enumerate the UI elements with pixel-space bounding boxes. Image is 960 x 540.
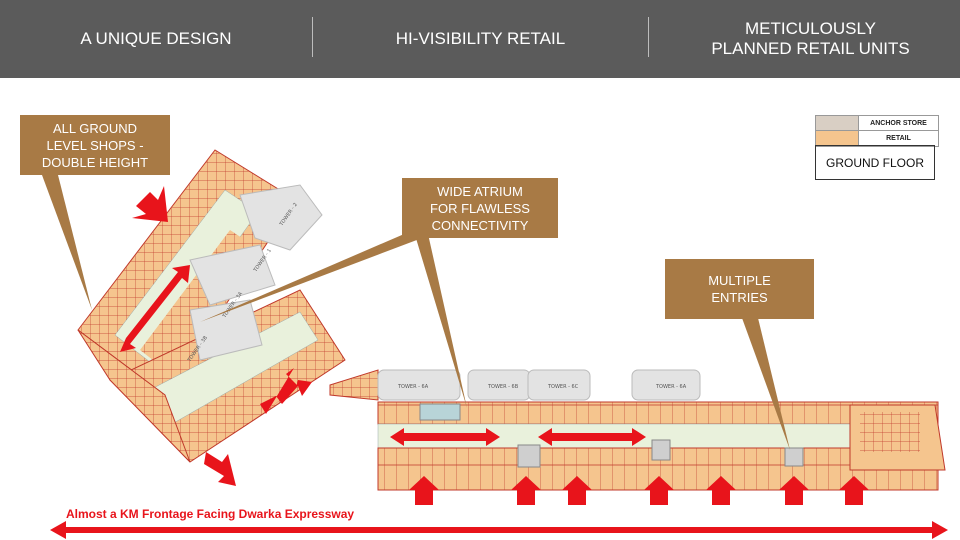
callout-ground-level-shops: ALL GROUND LEVEL SHOPS - DOUBLE HEIGHT bbox=[20, 115, 170, 175]
entry-arrow bbox=[262, 380, 312, 414]
tower-label: TOWER - 6C bbox=[547, 384, 579, 390]
tower-label: TOWER - 6A bbox=[397, 384, 429, 390]
callout-multiple-entries: MULTIPLE ENTRIES bbox=[665, 259, 814, 319]
double-arrow-diagonal bbox=[120, 265, 190, 352]
tower-label: TOWER - 6A bbox=[655, 384, 687, 390]
header-item-planned-units: METICULOUSLY PLANNED RETAIL UNITS bbox=[711, 19, 910, 58]
entry-arrow bbox=[204, 452, 236, 486]
legend-swatch-retail bbox=[816, 131, 859, 145]
atrium-arrows bbox=[50, 265, 948, 539]
callout-pointer bbox=[742, 318, 790, 450]
entry-arrow bbox=[706, 476, 736, 505]
entry-arrow bbox=[260, 368, 298, 414]
legend-row-anchor: ANCHOR STORE bbox=[816, 116, 938, 131]
entry-arrow bbox=[562, 476, 592, 505]
header-item-unique-design: A UNIQUE DESIGN bbox=[80, 29, 232, 48]
frontage-arrow bbox=[50, 521, 948, 539]
header-divider bbox=[648, 17, 649, 57]
entry-arrow bbox=[779, 476, 809, 505]
header-divider bbox=[312, 17, 313, 57]
floor-label: GROUND FLOOR bbox=[815, 145, 935, 180]
entry-arrows bbox=[132, 186, 869, 505]
entry-arrow bbox=[511, 476, 541, 505]
header-bar: A UNIQUE DESIGN HI-VISIBILITY RETAIL MET… bbox=[0, 0, 960, 78]
entry-arrow bbox=[409, 476, 439, 505]
callout-pointer bbox=[42, 175, 92, 310]
legend-label-anchor: ANCHOR STORE bbox=[870, 119, 927, 127]
frontage-text: Almost a KM Frontage Facing Dwarka Expre… bbox=[66, 507, 355, 521]
legend-swatch-anchor bbox=[816, 116, 859, 130]
callout-wide-atrium: WIDE ATRIUM FOR FLAWLESS CONNECTIVITY bbox=[402, 178, 558, 238]
left-wing-block: TOWER - 2 TOWER - 1 TOWER - 3A TOWER - 3… bbox=[77, 149, 346, 463]
callout-pointer bbox=[412, 225, 467, 408]
header-item-hi-visibility: HI-VISIBILITY RETAIL bbox=[395, 29, 566, 48]
entry-arrow bbox=[132, 186, 168, 222]
legend-row-retail: RETAIL bbox=[816, 131, 938, 145]
entry-arrow bbox=[839, 476, 869, 505]
double-arrow-horizontal bbox=[390, 428, 500, 446]
legend-label-retail: RETAIL bbox=[886, 134, 911, 142]
right-strip-block: TOWER - 6A TOWER - 6B TOWER - 6C TOWER -… bbox=[329, 369, 946, 491]
entry-arrow bbox=[644, 476, 674, 505]
tower-label: TOWER - 6B bbox=[487, 384, 519, 390]
double-arrow-horizontal bbox=[538, 428, 646, 446]
legend: ANCHOR STORE RETAIL bbox=[815, 115, 939, 147]
callout-pointer bbox=[200, 225, 438, 322]
